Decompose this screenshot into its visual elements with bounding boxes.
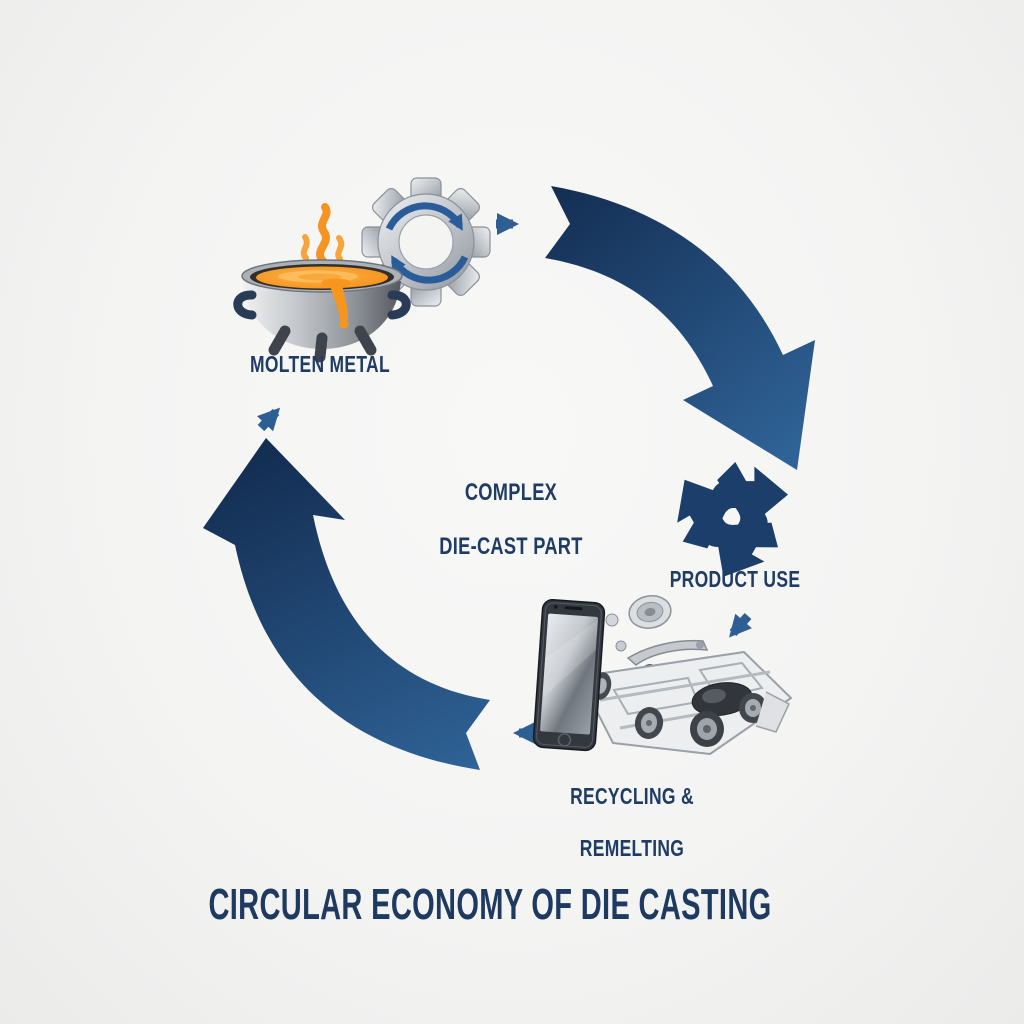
label-complex-line2: DIE-CAST PART (439, 533, 583, 560)
small-arrow-up-right-icon (257, 407, 281, 432)
label-recycling-remelting: RECYCLING & REMELTING (518, 757, 746, 887)
small-arrow-down-left-icon (729, 613, 752, 638)
heat-flames-icon (300, 203, 345, 265)
label-recycling-line1: RECYCLING & (570, 783, 694, 809)
die-cast-parts-icon (605, 595, 709, 666)
label-product-use: PRODUCT USE (669, 566, 801, 592)
car-chassis-icon (587, 651, 792, 755)
label-complex-line1: COMPLEX (464, 479, 558, 506)
label-molten-metal: MOLTEN METAL (250, 351, 390, 377)
recycle-symbol-icon (677, 462, 788, 577)
smartphone-icon (532, 599, 606, 752)
crucible-handles (233, 290, 411, 320)
label-complex-die-cast-part: COMPLEX DIE-CAST PART (397, 452, 625, 587)
diagram-title: CIRCULAR ECONOMY OF DIE CASTING (208, 880, 772, 929)
crucible-legs (268, 325, 377, 363)
crucible-molten-metal-icon (233, 203, 411, 363)
curved-arrow-bottom-left (203, 438, 490, 770)
molten-drip (321, 278, 351, 329)
label-recycling-line2: REMELTING (579, 835, 685, 861)
phone-home-button (557, 733, 572, 747)
curved-arrow-top-right (545, 186, 815, 470)
